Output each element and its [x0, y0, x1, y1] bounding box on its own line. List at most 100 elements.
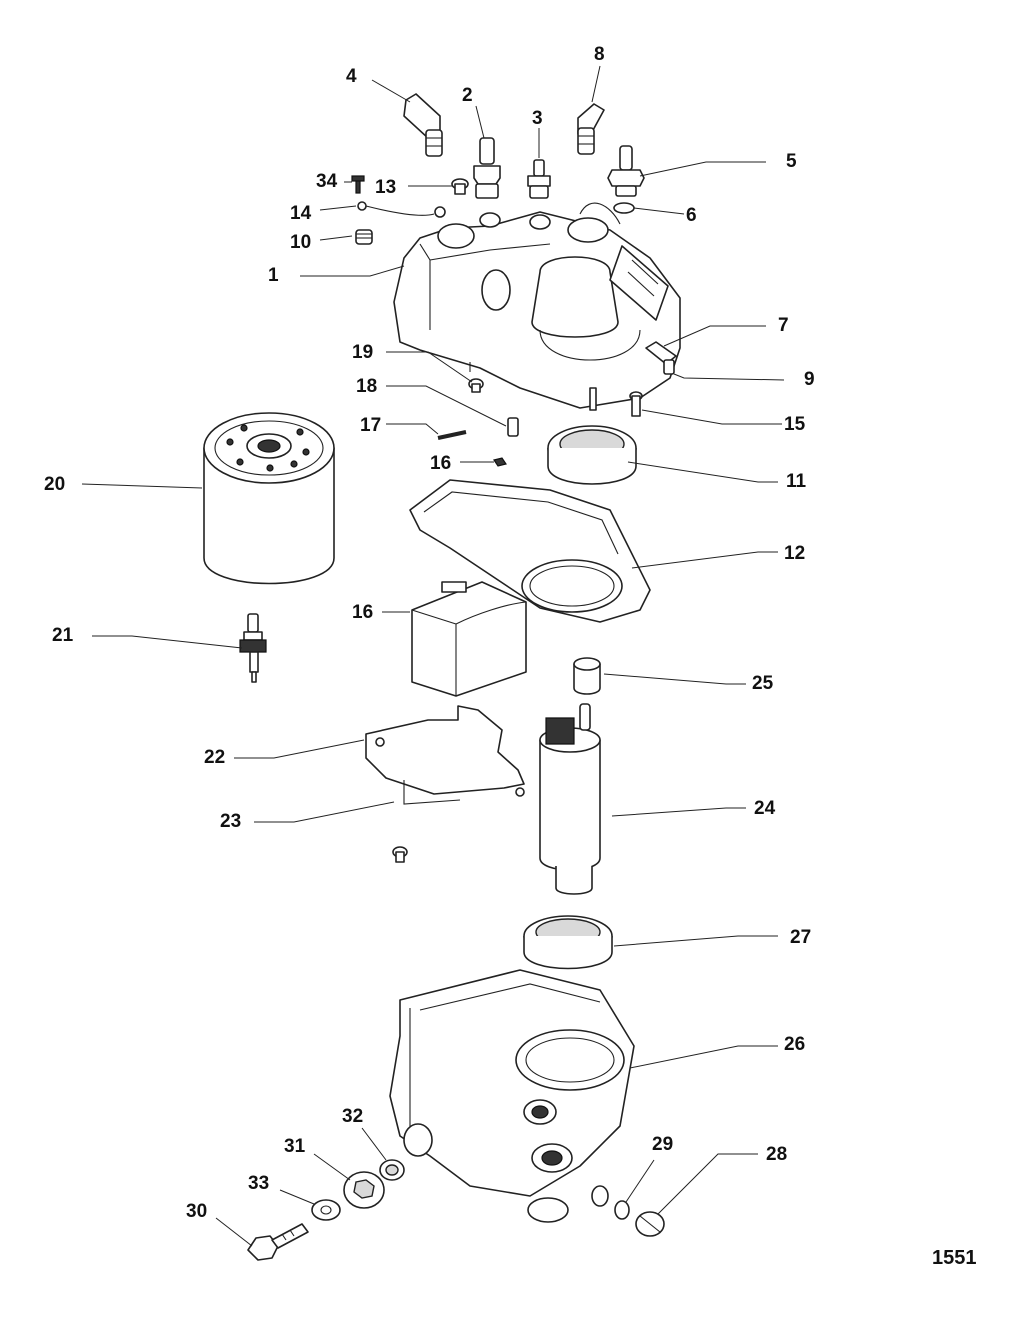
- callout-7: 7: [778, 315, 789, 336]
- part-33-washer: [311, 1199, 341, 1221]
- callout-9: 9: [804, 369, 815, 390]
- part-25-bushing: [573, 657, 601, 695]
- part-28-drain-plug: [635, 1211, 665, 1237]
- leader-15: [641, 409, 782, 425]
- part-31-grommet: [343, 1171, 385, 1209]
- leader-17: [386, 423, 439, 435]
- leader-7: [663, 325, 766, 347]
- leader-9: [673, 373, 785, 381]
- callout-19: 19: [352, 342, 373, 363]
- callout-10: 10: [290, 232, 311, 253]
- part-5-fitting: [607, 145, 645, 197]
- part-16-clip-small: [493, 457, 507, 467]
- callout-31: 31: [284, 1136, 306, 1157]
- part-23-screw: [392, 846, 408, 863]
- part-15-screw: [629, 391, 643, 417]
- leader-32: [361, 1127, 387, 1161]
- leader-29: [625, 1159, 655, 1203]
- callout-16-clip: 16: [430, 453, 451, 474]
- part-16-cover: [411, 581, 527, 697]
- part-12-gasket: [409, 479, 651, 623]
- leader-20: [81, 483, 203, 489]
- leader-14: [319, 205, 357, 211]
- leader-27: [613, 935, 778, 947]
- leader-25: [603, 673, 746, 685]
- part-24-fuel-pump: [539, 703, 601, 895]
- callout-34: 34: [316, 171, 338, 192]
- callout-3: 3: [532, 108, 543, 129]
- part-11-seal: [547, 425, 637, 485]
- callout-15: 15: [784, 414, 806, 435]
- callout-25: 25: [752, 673, 774, 694]
- figure-number: 1551: [932, 1247, 977, 1269]
- leader-33: [279, 1189, 315, 1205]
- part-32-bushing: [379, 1159, 405, 1181]
- part-30-bolt: [247, 1223, 309, 1261]
- callout-27: 27: [790, 927, 811, 948]
- part-20-fuel-filter: [203, 412, 335, 585]
- callout-22: 22: [204, 747, 225, 768]
- callout-21: 21: [52, 625, 74, 646]
- leader-18: [386, 385, 507, 427]
- part-3-fitting: [527, 159, 551, 199]
- leader-6: [633, 207, 685, 215]
- leader-24: [611, 807, 746, 817]
- leader-4: [371, 79, 411, 103]
- part-22-bracket: [365, 705, 525, 805]
- callout-28: 28: [766, 1144, 787, 1165]
- part-14-ground-strap: [357, 201, 446, 218]
- leader-11: [627, 461, 778, 483]
- callout-24: 24: [754, 798, 776, 819]
- leader-10: [319, 235, 353, 241]
- callout-20: 20: [44, 474, 65, 495]
- part-19-screw: [468, 378, 484, 393]
- part-6-o-ring: [613, 202, 635, 214]
- part-18-pin: [507, 417, 519, 437]
- callout-23: 23: [220, 811, 241, 832]
- callout-14: 14: [290, 203, 312, 224]
- leader-19: [386, 351, 473, 383]
- callout-32: 32: [342, 1106, 363, 1127]
- callout-2: 2: [462, 85, 473, 106]
- leader-31: [313, 1153, 351, 1181]
- callout-8: 8: [594, 44, 605, 65]
- leader-26: [629, 1045, 778, 1069]
- callout-11: 11: [786, 471, 807, 492]
- part-27-seal: [523, 915, 613, 970]
- callout-5: 5: [786, 151, 797, 172]
- callout-6: 6: [686, 205, 697, 226]
- callout-26: 26: [784, 1034, 805, 1055]
- leader-12: [631, 551, 778, 569]
- part-34-screw: [351, 175, 365, 194]
- leader-5: [639, 161, 766, 177]
- part-10-plug: [355, 229, 373, 245]
- leader-1: [300, 265, 405, 277]
- part-17-rod: [437, 430, 467, 440]
- part-29-o-ring: [614, 1200, 630, 1220]
- callout-labels: 4 2 3 8 5 6 34 13 14 10 1 7 9 15 19 18 1…: [44, 44, 815, 1222]
- callout-13: 13: [375, 177, 396, 198]
- callout-1: 1: [268, 265, 279, 286]
- leader-8: [591, 65, 601, 103]
- part-13-screw: [451, 178, 469, 195]
- callout-33: 33: [248, 1173, 269, 1194]
- callout-16-cover: 16: [352, 602, 373, 623]
- callout-30: 30: [186, 1201, 207, 1222]
- leader-2: [475, 105, 485, 139]
- part-21-water-sensor: [239, 613, 267, 683]
- callout-29: 29: [652, 1134, 673, 1155]
- callout-12: 12: [784, 543, 805, 564]
- leader-lines: [81, 65, 785, 1247]
- part-26-fuel-bowl: [389, 969, 635, 1223]
- part-1-module-housing: [393, 202, 681, 411]
- callout-18: 18: [356, 376, 377, 397]
- part-7-connector: [645, 341, 677, 375]
- part-8-elbow-fitting: [577, 103, 605, 155]
- leader-28: [657, 1153, 758, 1215]
- leader-23: [254, 801, 395, 823]
- callout-17: 17: [360, 415, 381, 436]
- part-2-hose-barb-fitting: [473, 137, 501, 199]
- callout-4: 4: [346, 66, 357, 87]
- leader-22: [234, 739, 365, 759]
